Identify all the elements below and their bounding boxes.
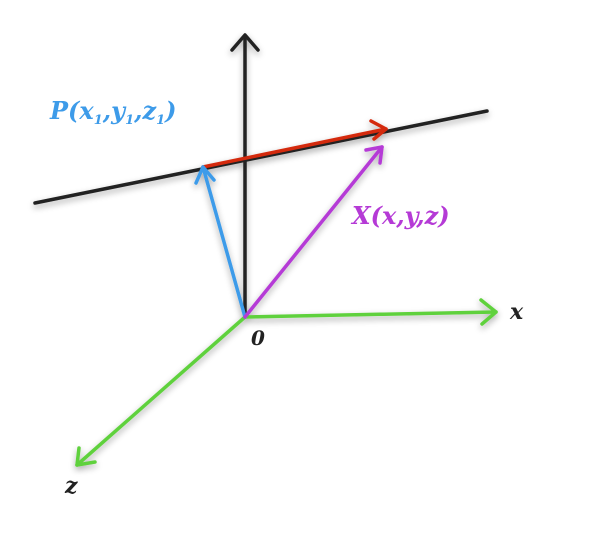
y-axis-arrowhead xyxy=(230,33,260,52)
point-p-label: P(x1,y1,z1) xyxy=(49,96,177,128)
x-axis-line xyxy=(243,310,498,319)
z-axis-arrowhead xyxy=(75,446,97,467)
line-l xyxy=(33,109,489,205)
direction-vector-arrowhead xyxy=(369,119,388,141)
direction-vector xyxy=(201,127,388,169)
position-vector-p-arrowhead xyxy=(194,165,216,185)
z-axis-line xyxy=(75,315,247,467)
point-x-label: X(x,y,z) xyxy=(350,201,450,230)
x-axis-label: x xyxy=(509,299,524,325)
origin-label: 0 xyxy=(251,326,265,350)
z-axis-label: z xyxy=(64,473,78,499)
position-vector-p xyxy=(201,165,247,319)
position-vector-x xyxy=(243,145,384,319)
x-axis-arrowhead xyxy=(479,298,498,326)
position-vector-x-arrowhead xyxy=(364,145,384,165)
